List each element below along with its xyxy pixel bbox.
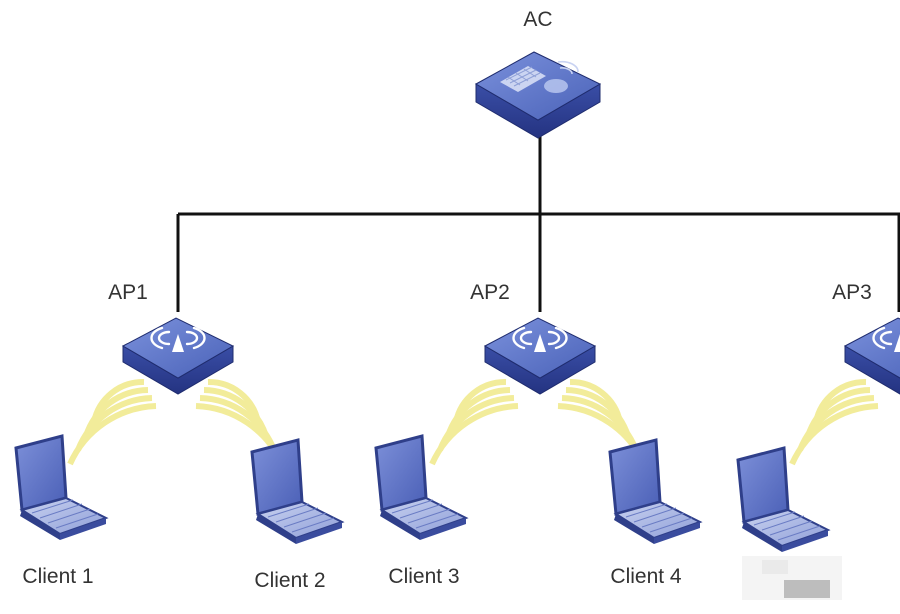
ap1-label: AP1: [108, 281, 148, 304]
ap3-label: AP3: [832, 281, 872, 304]
client-5-laptop-icon: [736, 446, 830, 554]
ap2-label: AP2: [470, 281, 510, 304]
client-4-laptop-icon: [608, 438, 702, 546]
ap2-signal-left-icon: [432, 382, 518, 464]
wired-links: [176, 120, 900, 312]
watermark-blur: [742, 556, 842, 600]
client-1-label: Client 1: [22, 565, 94, 588]
client-4-label: Client 4: [610, 565, 682, 588]
client-2-laptop-icon: [250, 438, 344, 546]
ap3-signal-left-icon: [792, 382, 878, 464]
client-3-label: Client 3: [388, 565, 460, 588]
client-3-laptop-icon: [374, 434, 468, 542]
ac-controller-icon: [474, 51, 602, 139]
client-1-laptop-icon: [14, 434, 108, 542]
ac-label: AC: [523, 8, 553, 31]
client-2-label: Client 2: [254, 569, 326, 592]
ap1-signal-left-icon: [70, 382, 156, 464]
